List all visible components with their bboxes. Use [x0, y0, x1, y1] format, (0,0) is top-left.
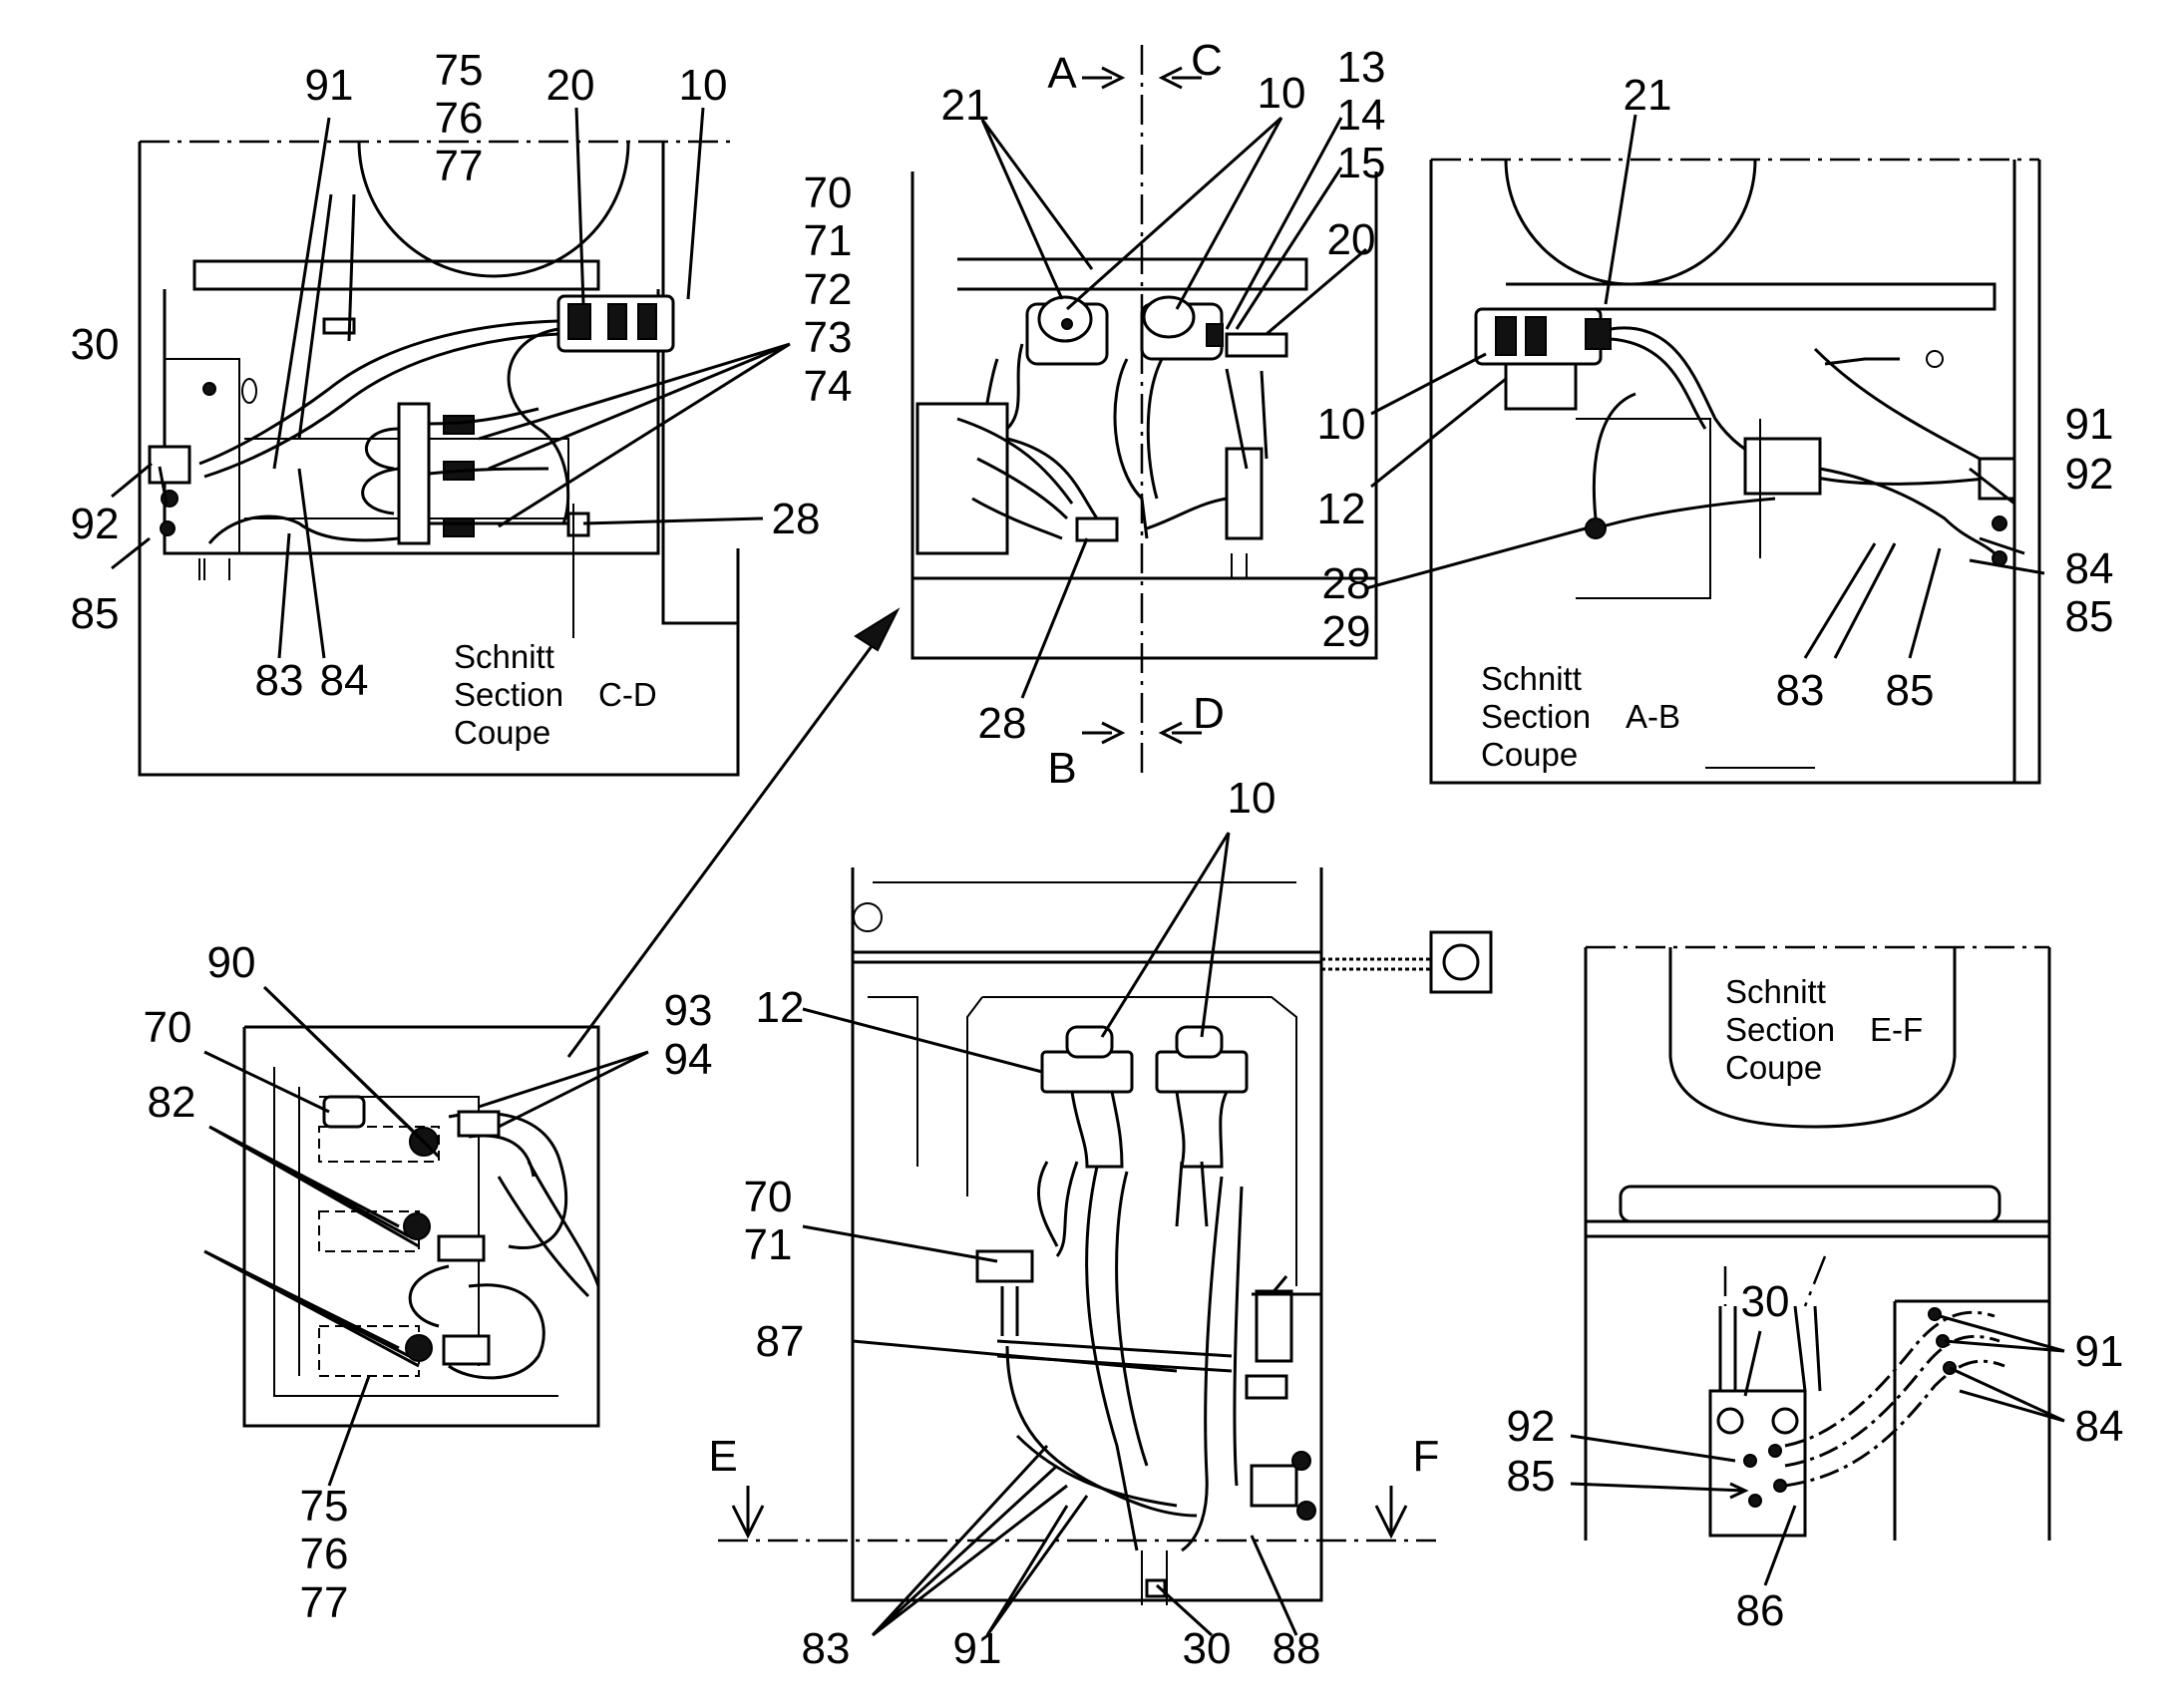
label-30: 30 — [1183, 1624, 1232, 1673]
label-10: 10 — [679, 61, 728, 110]
label-70: 70 — [744, 1173, 793, 1221]
section-word-coupe: Coupe — [1725, 1049, 1822, 1086]
label-28: 28 — [978, 699, 1027, 748]
label-75: 75 — [300, 1482, 349, 1531]
cut-mark-a: A — [1047, 49, 1077, 98]
label-28: 28 — [772, 495, 821, 543]
label-13: 13 — [1337, 43, 1386, 92]
label-12: 12 — [1317, 485, 1366, 533]
label-14: 14 — [1337, 91, 1386, 140]
view-top-center: 21 10 13 14 15 20 28 A C B D — [910, 36, 1386, 793]
view-section-e-f-labels: 30 91 92 84 85 86 Schnitt Section Coupe … — [1507, 973, 2124, 1635]
label-84: 84 — [2075, 1402, 2124, 1451]
label-71: 71 — [744, 1220, 793, 1269]
view-section-c-d-labels: 91 75 76 77 20 10 70 71 72 73 74 30 92 8… — [71, 46, 853, 751]
view-bottom-center: 10 12 70 71 87 83 91 30 88 E F — [708, 774, 1493, 1673]
view-section-c-d: 91 75 76 77 20 10 70 71 72 73 74 30 92 8… — [71, 46, 853, 777]
label-91: 91 — [2065, 400, 2114, 449]
label-84: 84 — [320, 656, 369, 705]
label-74: 74 — [804, 362, 853, 411]
section-id: E-F — [1870, 1011, 1923, 1048]
label-12: 12 — [756, 983, 805, 1032]
label-77: 77 — [435, 142, 484, 190]
label-91: 91 — [2075, 1327, 2124, 1376]
label-76: 76 — [300, 1530, 349, 1578]
section-word-schnitt: Schnitt — [1725, 973, 1826, 1010]
label-10: 10 — [1228, 774, 1276, 823]
label-85: 85 — [71, 589, 120, 638]
view-bottom-center-labels: 10 12 70 71 87 83 91 30 88 E F — [708, 774, 1439, 1673]
view-top-center-labels: 21 10 13 14 15 20 28 A C B D — [941, 36, 1386, 793]
label-20: 20 — [546, 61, 595, 110]
label-75: 75 — [435, 46, 484, 95]
label-92: 92 — [71, 500, 120, 548]
section-id: A-B — [1626, 698, 1680, 735]
label-93: 93 — [664, 986, 713, 1035]
view-section-e-f: 30 91 92 84 85 86 Schnitt Section Coupe … — [1507, 945, 2124, 1635]
detail-reference-arrow — [566, 607, 901, 1058]
cut-mark-e: E — [708, 1432, 737, 1481]
section-word-schnitt: Schnitt — [454, 638, 554, 675]
label-71: 71 — [804, 216, 853, 265]
label-85: 85 — [2065, 592, 2114, 641]
label-70: 70 — [144, 1003, 192, 1052]
label-21: 21 — [941, 81, 990, 130]
label-15: 15 — [1337, 139, 1386, 187]
label-92: 92 — [1507, 1402, 1556, 1451]
label-70: 70 — [804, 169, 853, 217]
section-word-schnitt: Schnitt — [1481, 660, 1582, 697]
label-73: 73 — [804, 313, 853, 362]
cut-mark-d: D — [1193, 689, 1225, 738]
section-word-section: Section — [454, 676, 563, 713]
section-id: C-D — [598, 676, 657, 713]
label-10: 10 — [1258, 69, 1306, 118]
label-92: 92 — [2065, 450, 2114, 499]
label-83: 83 — [255, 656, 304, 705]
label-83: 83 — [802, 1624, 851, 1673]
section-word-coupe: Coupe — [1481, 736, 1578, 773]
cut-mark-b: B — [1047, 744, 1076, 793]
label-87: 87 — [756, 1317, 805, 1366]
label-84: 84 — [2065, 544, 2114, 593]
section-word-section: Section — [1481, 698, 1591, 735]
view-section-a-b-labels: 21 10 12 91 92 84 85 28 29 83 85 Schnitt… — [1317, 71, 2114, 773]
label-91: 91 — [953, 1624, 1002, 1673]
label-10: 10 — [1317, 400, 1366, 449]
label-88: 88 — [1272, 1624, 1321, 1673]
label-20: 20 — [1327, 215, 1376, 264]
label-83: 83 — [1776, 666, 1825, 715]
view-detail-left-labels: 90 70 93 94 82 75 76 77 — [144, 938, 713, 1627]
label-94: 94 — [664, 1035, 713, 1084]
label-76: 76 — [435, 94, 484, 143]
view-section-a-b: 21 10 12 91 92 84 85 28 29 83 85 Schnitt… — [1317, 71, 2114, 785]
view-detail-left: 90 70 93 94 82 75 76 77 — [144, 938, 713, 1627]
label-85: 85 — [1507, 1452, 1556, 1501]
label-77: 77 — [300, 1578, 349, 1627]
label-82: 82 — [148, 1078, 196, 1127]
label-90: 90 — [207, 938, 256, 987]
label-21: 21 — [1624, 71, 1672, 120]
cut-mark-c: C — [1191, 36, 1223, 85]
section-word-section: Section — [1725, 1011, 1835, 1048]
label-85b: 85 — [1886, 666, 1935, 715]
label-86: 86 — [1736, 1586, 1785, 1635]
label-29: 29 — [1322, 607, 1371, 656]
label-28: 28 — [1322, 559, 1371, 608]
label-30: 30 — [1741, 1277, 1790, 1326]
label-72: 72 — [804, 265, 853, 314]
label-91: 91 — [305, 61, 354, 110]
label-30: 30 — [71, 320, 120, 369]
section-word-coupe: Coupe — [454, 714, 550, 751]
cut-mark-f: F — [1413, 1432, 1440, 1481]
